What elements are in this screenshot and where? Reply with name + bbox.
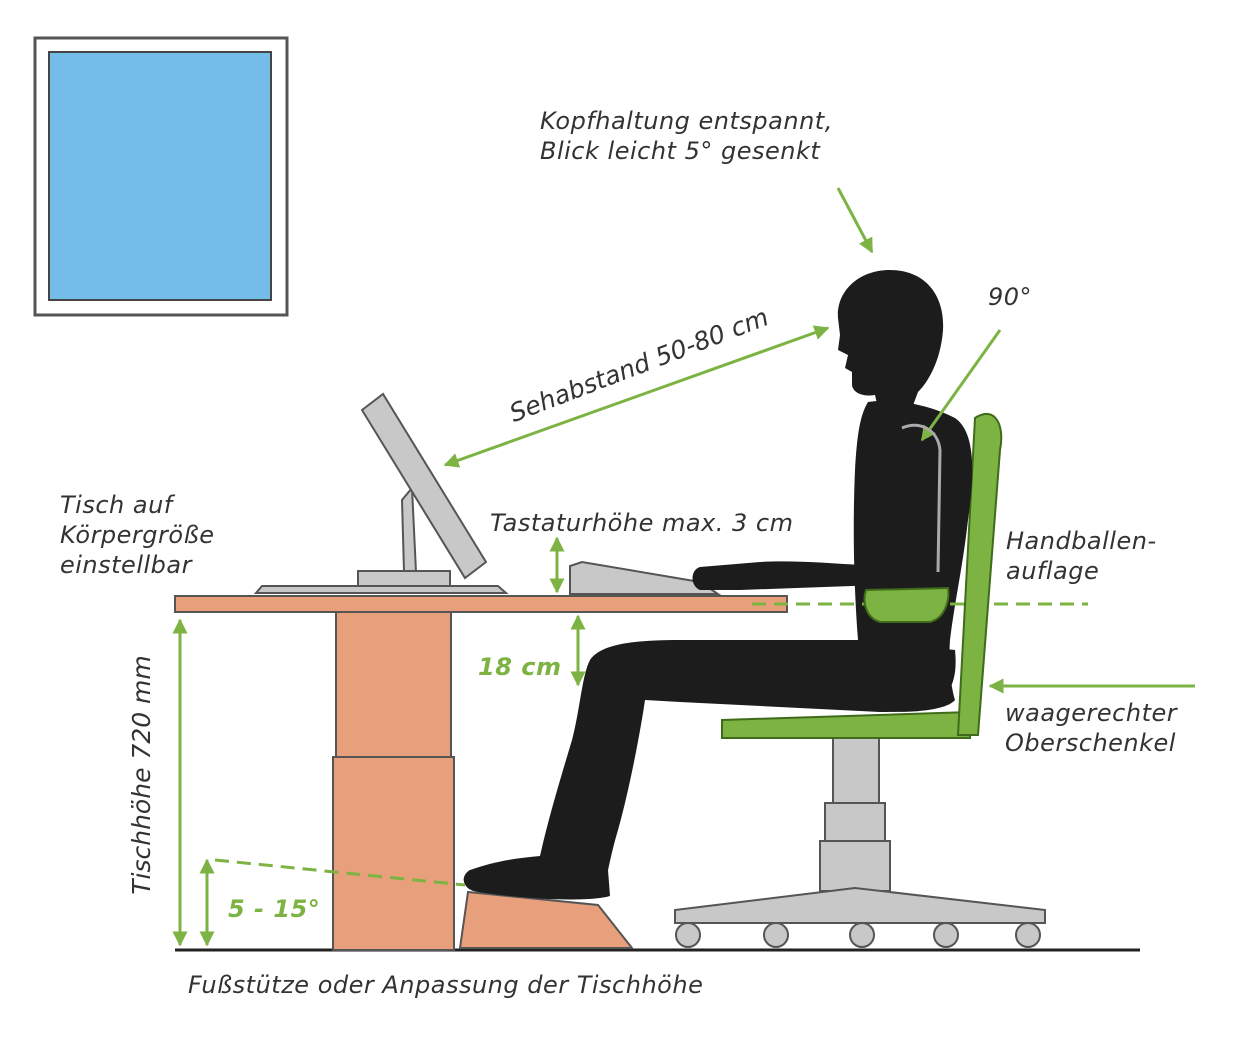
thigh-label: waagerechter Oberschenkel xyxy=(1005,699,1178,757)
table-adjustable-label: Tisch auf Körpergröße einstellbar xyxy=(60,491,215,579)
footrest-angle-guide xyxy=(214,858,466,887)
footrest-caption: Fußstütze oder Anpassung der Tischhöhe xyxy=(188,971,704,999)
viewing-distance-arrow xyxy=(443,325,830,468)
monitor xyxy=(253,392,509,594)
head-arrow xyxy=(836,187,874,254)
angle-arrow xyxy=(920,329,1002,442)
viewing-distance-label: Sehabstand 50-80 cm xyxy=(505,302,772,428)
chair-casters xyxy=(675,922,1041,948)
knee-clearance-label: 18 cm xyxy=(478,653,562,681)
desk-column xyxy=(332,611,455,951)
person-silhouette xyxy=(463,270,973,900)
wrist-rest-label: Handballen- auflage xyxy=(1006,527,1157,585)
shoulder-outline xyxy=(901,423,942,573)
table-height-label: Tischhöhe 720 mm xyxy=(127,655,156,895)
footrest xyxy=(458,890,635,949)
desk-top xyxy=(174,595,788,613)
window xyxy=(33,36,289,317)
wrist-rest xyxy=(863,586,950,623)
angle-90-label: 90° xyxy=(988,283,1033,311)
office-chair xyxy=(674,412,1046,948)
keyboard-height-label: Tastaturhöhe max. 3 cm xyxy=(490,509,794,537)
footrest-angle-label: 5 - 15° xyxy=(228,895,321,923)
head-posture-label: Kopfhaltung entspannt, Blick leicht 5° g… xyxy=(540,107,833,165)
keyboard xyxy=(569,560,722,595)
